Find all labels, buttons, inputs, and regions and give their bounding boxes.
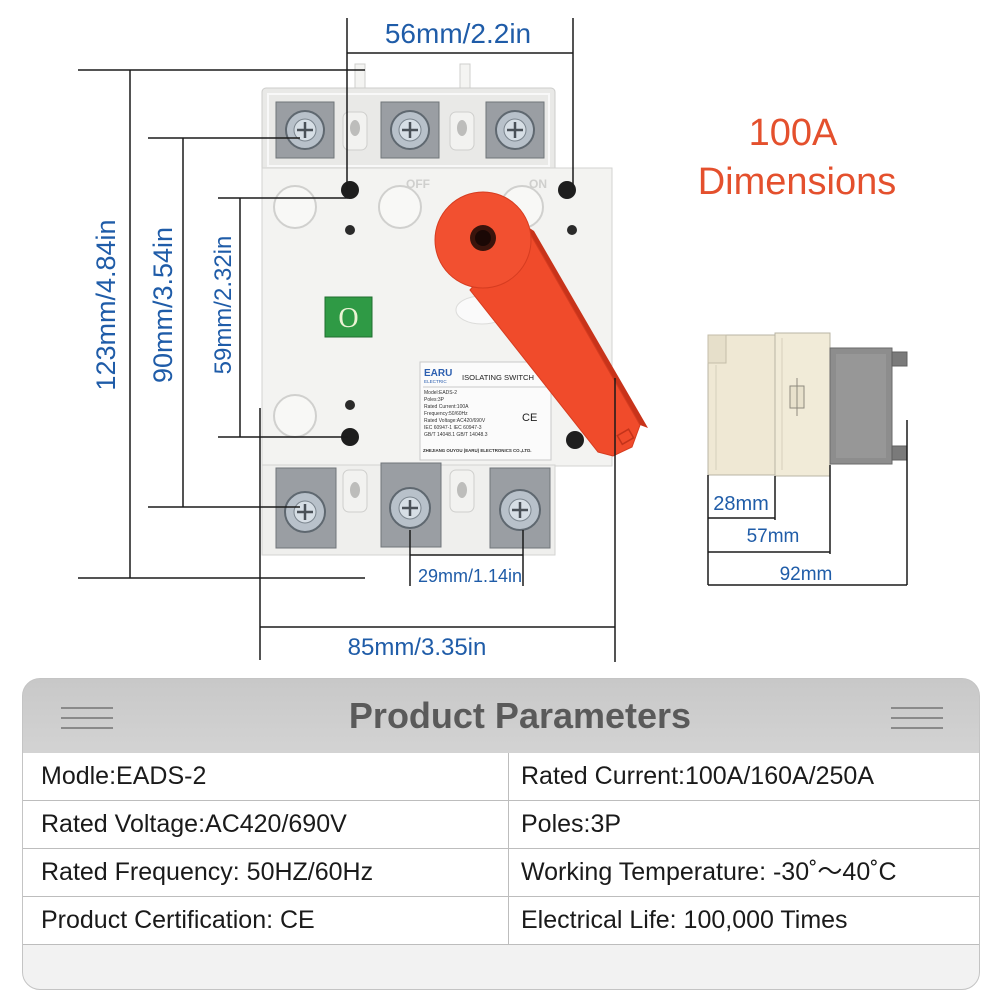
table-row: Modle:EADS-2 Rated Current:100A/160A/250…	[23, 753, 979, 801]
dimension-figure: OFF ON O EARU ELECTRIC ISOLATING SWITCH …	[78, 18, 908, 662]
nameplate-background	[419, 361, 552, 461]
screw-cross	[297, 504, 313, 520]
side-handle-face	[836, 354, 886, 458]
mounting-boss	[273, 394, 317, 438]
indicator-label: O	[338, 303, 358, 334]
screw-cross	[402, 500, 418, 516]
mounting-boss	[378, 185, 422, 229]
parameter-cell: Rated Voltage:AC420/690V	[23, 801, 509, 848]
clip-slot	[350, 482, 360, 498]
headline-title: Dimensions	[698, 161, 897, 203]
parameter-cell: Rated Frequency: 50HZ/60Hz	[23, 849, 509, 896]
menu-lines-icon	[61, 707, 113, 737]
cover-rim	[267, 93, 550, 167]
parameter-cell: Electrical Life: 100,000 Times	[521, 906, 848, 934]
dim-label-pole-pitch: 29mm/1.14in	[418, 566, 522, 586]
brand-logo: EARU	[424, 368, 452, 379]
table-row: Rated Frequency: 50HZ/60Hz Working Tempe…	[23, 849, 979, 897]
menu-line	[891, 707, 943, 709]
table-row: Rated Voltage:AC420/690V Poles:3P	[23, 801, 979, 849]
small-hole	[345, 225, 355, 235]
mounting-hole	[566, 431, 584, 449]
clip-slot	[350, 120, 360, 136]
on-marking: ON	[529, 177, 547, 191]
nameplate-spec: Rated Voltage:AC420/690V	[424, 418, 486, 424]
dim-label-base-depth: 28mm	[713, 493, 769, 515]
screw-cross	[507, 122, 523, 138]
nameplate-manufacturer: ZHEJIANG OUYOU (EARU) ELECTRONICS CO.,LT…	[423, 448, 531, 453]
dim-label-overall-width: 85mm/3.35in	[348, 634, 487, 661]
screw-cross	[297, 122, 313, 138]
mounting-hole	[341, 428, 359, 446]
side-handle-tab	[891, 445, 908, 461]
menu-line	[61, 707, 113, 709]
parameter-cell: Poles:3P	[521, 810, 622, 838]
parameters-header: Product Parameters	[23, 679, 979, 753]
nameplate-spec: IEC 60947-1 IEC 60947-3	[424, 425, 482, 431]
rotary-handle	[434, 191, 648, 457]
nameplate-spec: Frequency:50/60Hz	[424, 411, 468, 417]
menu-line	[891, 727, 943, 729]
front-view-switch: OFF ON O EARU ELECTRIC ISOLATING SWITCH …	[261, 63, 648, 556]
headline-current: 100A	[749, 112, 838, 154]
parameter-cell: Working Temperature: -30˚～40˚C	[521, 858, 897, 886]
clip-slot	[457, 482, 467, 498]
mounting-hole	[341, 181, 359, 199]
parameter-cell: Product Certification: CE	[23, 897, 509, 944]
status-indicator	[324, 296, 373, 338]
handle-edge	[525, 225, 648, 428]
screw-cross	[512, 502, 528, 518]
small-hole	[345, 400, 355, 410]
side-view: 28mm 57mm 92mm	[707, 332, 908, 586]
ce-mark: CE	[522, 412, 537, 424]
parameter-cell: Rated Current:100A/160A/250A	[521, 762, 875, 790]
mounting-boss	[273, 185, 317, 229]
menu-line	[61, 727, 113, 729]
brand-subtitle: ELECTRIC	[424, 379, 447, 384]
off-marking: OFF	[406, 177, 430, 191]
dim-label-overall-depth: 92mm	[780, 564, 833, 585]
side-base-step	[707, 334, 727, 364]
mounting-hole	[558, 181, 576, 199]
dim-label-mounting-height: 90mm/3.54in	[148, 227, 178, 383]
nameplate-spec: GB/T 14048.1 GB/T 14048.3	[424, 432, 488, 438]
nameplate: EARU ELECTRIC ISOLATING SWITCH Model:EAD…	[419, 361, 552, 461]
front-dimensions: 56mm/2.2in 123mm/4.84in 90mm/3.54in 59mm…	[78, 18, 616, 662]
menu-line	[891, 717, 943, 719]
menu-lines-icon	[891, 707, 943, 737]
screw-cross	[402, 122, 418, 138]
handle-hole-inner	[475, 230, 491, 246]
table-row: Product Certification: CE Electrical Lif…	[23, 897, 979, 945]
parameters-table: Modle:EADS-2 Rated Current:100A/160A/250…	[23, 753, 979, 945]
parameter-cell: Modle:EADS-2	[23, 753, 509, 800]
dim-label-terminal-span: 56mm/2.2in	[385, 18, 531, 49]
nameplate-spec: Model:EADS-2	[424, 390, 457, 396]
nameplate-product: ISOLATING SWITCH	[462, 373, 534, 382]
nameplate-spec: Poles:3P	[424, 397, 445, 403]
clip-slot	[457, 120, 467, 136]
dim-label-body-depth: 57mm	[747, 526, 800, 547]
small-hole	[567, 225, 577, 235]
product-parameters-panel: Product Parameters Modle:EADS-2 Rated Cu…	[22, 678, 980, 990]
nameplate-spec: Rated Current:100A	[424, 404, 469, 410]
dim-label-hole-spacing: 59mm/2.32in	[210, 236, 237, 375]
handle-tip-slot	[616, 428, 635, 446]
side-handle-tab	[891, 351, 908, 367]
parameters-title: Product Parameters	[348, 695, 692, 736]
dim-label-overall-height: 123mm/4.84in	[91, 219, 121, 390]
menu-line	[61, 717, 113, 719]
